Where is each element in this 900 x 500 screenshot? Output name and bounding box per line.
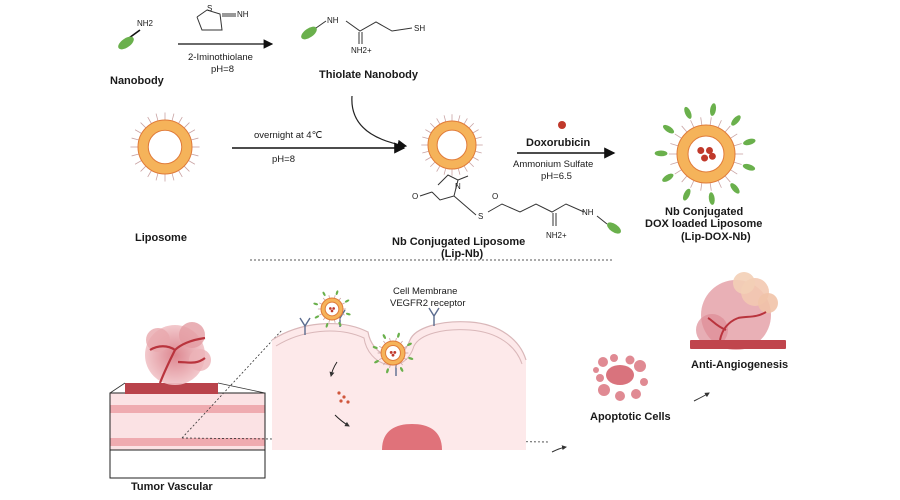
lip-dox-nb-icon [654,103,756,205]
zoom-line-1 [181,329,283,439]
final-product-label-3: (Lip-DOX-Nb) [681,231,751,243]
liposome-icon [130,112,200,182]
linker-iminium-label: NH2+ [546,231,567,240]
outcome-arrow-2 [693,392,710,402]
reaction1-condition-label: pH=8 [211,64,234,75]
lip-nb-label: Nb Conjugated Liposome [392,236,526,248]
curved-arrow [351,95,408,150]
tumor-vascular-illustration [109,382,266,479]
liposome-label: Liposome [135,232,187,244]
nanobody-label: Nanobody [110,75,164,87]
internal-arrow-2 [334,414,350,427]
nanobody-icon [118,29,141,50]
maleimide-n-label: N [455,182,461,191]
cell-illustration [271,321,527,450]
free-liposome-icon [313,290,351,328]
doxorubicin-dot [558,121,566,129]
apoptotic-cells-icon [593,354,648,401]
iminothiolane-sulfur: S [207,4,213,13]
apoptotic-cells-label: Apoptotic Cells [590,411,671,423]
maleimide-o-left: O [412,192,419,201]
thiolate-thiol-label: SH [414,24,426,33]
linker-sulfur-label: S [478,212,484,221]
tumor-vascular-label: Tumor Vascular [131,481,213,493]
thiolate-iminium-label: NH2+ [351,46,372,55]
released-dox-icons [337,391,350,404]
lip-nb-icon [421,114,483,176]
thiolate-nanobody-structure [301,20,413,44]
anti-angiogenesis-icon [690,272,786,350]
reaction2-temperature-label: overnight at 4℃ [254,130,323,141]
tumor-mass-icon [145,322,211,385]
final-product-label-1: Nb Conjugated [665,206,744,218]
cell-membrane-label: Cell Membrane [393,286,458,297]
nanobody-amine-label: NH2 [137,19,154,28]
doxorubicin-label: Doxorubicin [526,137,591,149]
internal-arrow-1 [329,361,338,377]
anti-angiogenesis-label: Anti-Angiogenesis [691,359,789,371]
lip-nb-abbrev-label: (Lip-Nb) [441,248,484,260]
thiolate-nanobody-label: Thiolate Nanobody [319,69,418,81]
nucleus [382,424,442,450]
reaction2-ph-label: pH=8 [272,154,295,165]
outcome-arrow-1 [551,445,567,453]
linker-amine-label: NH [582,208,594,217]
endocytosed-liposome-icon [372,332,414,374]
thiolate-amine-label: NH [327,16,339,25]
maleimide-o-right: O [492,192,499,201]
vegfr2-receptor-label: VEGFR2 receptor [390,298,466,309]
reaction3-ph-label: pH=6.5 [541,171,572,182]
final-product-label-2: DOX loaded Liposome [645,218,763,230]
iminothiolane-structure [196,9,236,31]
maleimide-linker-structure [419,174,621,234]
reagent-iminothiolane-label: 2-Iminothiolane [188,52,253,63]
ammonium-sulfate-label: Ammonium Sulfate [513,159,594,170]
iminothiolane-imine: NH [237,10,249,19]
